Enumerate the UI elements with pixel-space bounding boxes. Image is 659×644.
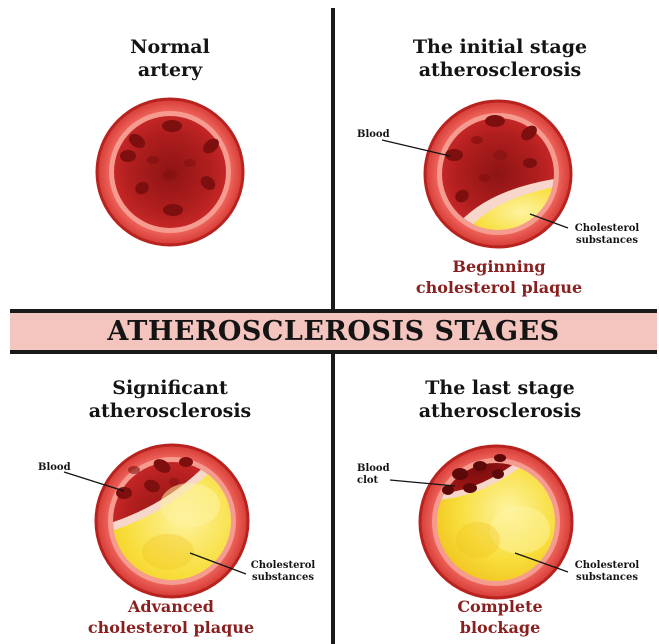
- initial-blood-label: Blood: [357, 129, 390, 141]
- normal-blood-cells: [120, 120, 222, 216]
- normal-title: Normal artery: [70, 36, 270, 82]
- initial-caption: Beginning cholesterol plaque: [404, 256, 594, 298]
- significant-cholesterol-label: Cholesterol substances: [242, 560, 324, 584]
- stages-banner: ATHEROSCLEROSIS STAGES: [10, 309, 657, 354]
- significant-artery: [64, 445, 248, 600]
- vertical-divider-bottom: [331, 352, 335, 644]
- significant-blood-cells: [116, 456, 193, 499]
- last-cholesterol-label: Cholesterol substances: [566, 560, 648, 584]
- last-artery: [390, 440, 572, 598]
- clot-cells: [442, 454, 506, 495]
- last-clot-label: Blood clot: [357, 463, 390, 487]
- initial-blood-cells: [445, 115, 540, 205]
- initial-cholesterol-label: Cholesterol substances: [566, 223, 648, 247]
- banner-title: ATHEROSCLEROSIS STAGES: [10, 313, 657, 350]
- initial-artery: [382, 101, 571, 250]
- normal-artery: [97, 99, 243, 245]
- last-caption: Complete blockage: [420, 596, 580, 638]
- significant-blood-label: Blood: [38, 462, 71, 474]
- initial-title: The initial stage atherosclerosis: [385, 36, 615, 82]
- significant-caption: Advanced cholesterol plaque: [66, 596, 276, 638]
- vertical-divider-top: [331, 8, 335, 311]
- significant-title: Significant atherosclerosis: [60, 377, 280, 423]
- last-title: The last stage atherosclerosis: [385, 377, 615, 423]
